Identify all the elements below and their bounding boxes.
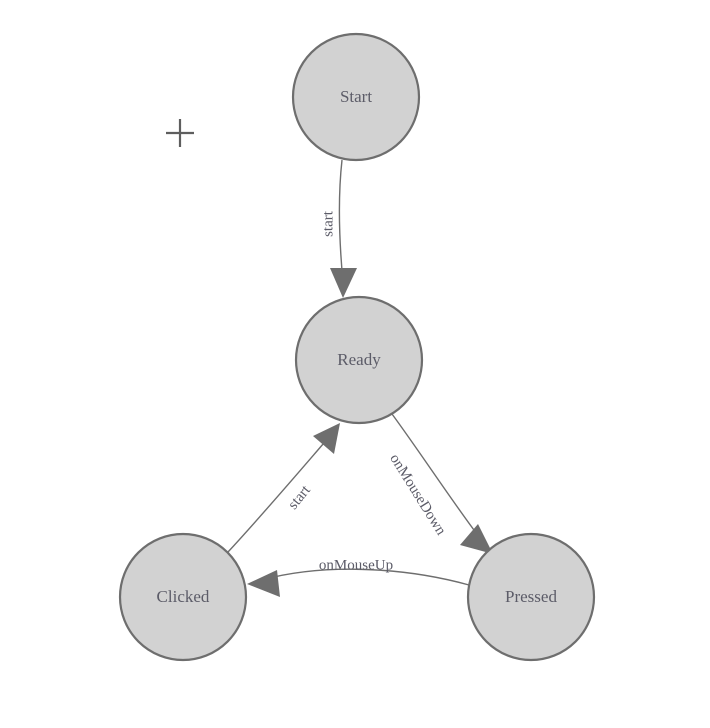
edge-path-clicked-to-ready[interactable] bbox=[227, 435, 331, 553]
node-start[interactable]: Start bbox=[291, 32, 421, 162]
node-ready[interactable]: Ready bbox=[294, 295, 424, 425]
node-circle-start[interactable] bbox=[291, 32, 421, 162]
arrowhead-icon-pressed-to-clicked bbox=[247, 570, 280, 597]
arrowhead-icon-start-to-ready bbox=[330, 268, 357, 298]
edge-path-pressed-to-clicked[interactable] bbox=[261, 568, 470, 586]
node-circle-ready[interactable] bbox=[294, 295, 424, 425]
node-label-start: Start bbox=[340, 87, 372, 106]
edge-label-pressed-to-clicked: onMouseUp bbox=[319, 557, 393, 573]
edge-clicked-to-ready[interactable]: start bbox=[227, 423, 340, 553]
node-pressed[interactable]: Pressed bbox=[466, 532, 596, 662]
node-label-clicked: Clicked bbox=[157, 587, 210, 606]
node-label-ready: Ready bbox=[337, 350, 381, 369]
edge-start-to-ready[interactable]: start bbox=[320, 159, 357, 298]
arrowhead-icon-clicked-to-ready bbox=[313, 423, 340, 454]
crosshair-icon bbox=[166, 119, 194, 147]
node-label-pressed: Pressed bbox=[505, 587, 557, 606]
node-circle-clicked[interactable] bbox=[118, 532, 248, 662]
edge-ready-to-pressed[interactable]: onMouseDown bbox=[386, 413, 493, 554]
node-clicked[interactable]: Clicked bbox=[118, 532, 248, 662]
edge-label-clicked-to-ready: start bbox=[285, 482, 314, 513]
edge-pressed-to-clicked[interactable]: onMouseUp bbox=[247, 557, 470, 597]
node-circle-pressed[interactable] bbox=[466, 532, 596, 662]
arrowhead-icon-ready-to-pressed bbox=[460, 524, 493, 554]
edge-path-start-to-ready[interactable] bbox=[338, 159, 344, 283]
nodes-layer: Start Ready Clicked Pressed bbox=[118, 32, 596, 662]
edge-label-ready-to-pressed: onMouseDown bbox=[386, 451, 449, 538]
edge-label-start-to-ready: start bbox=[320, 210, 336, 237]
